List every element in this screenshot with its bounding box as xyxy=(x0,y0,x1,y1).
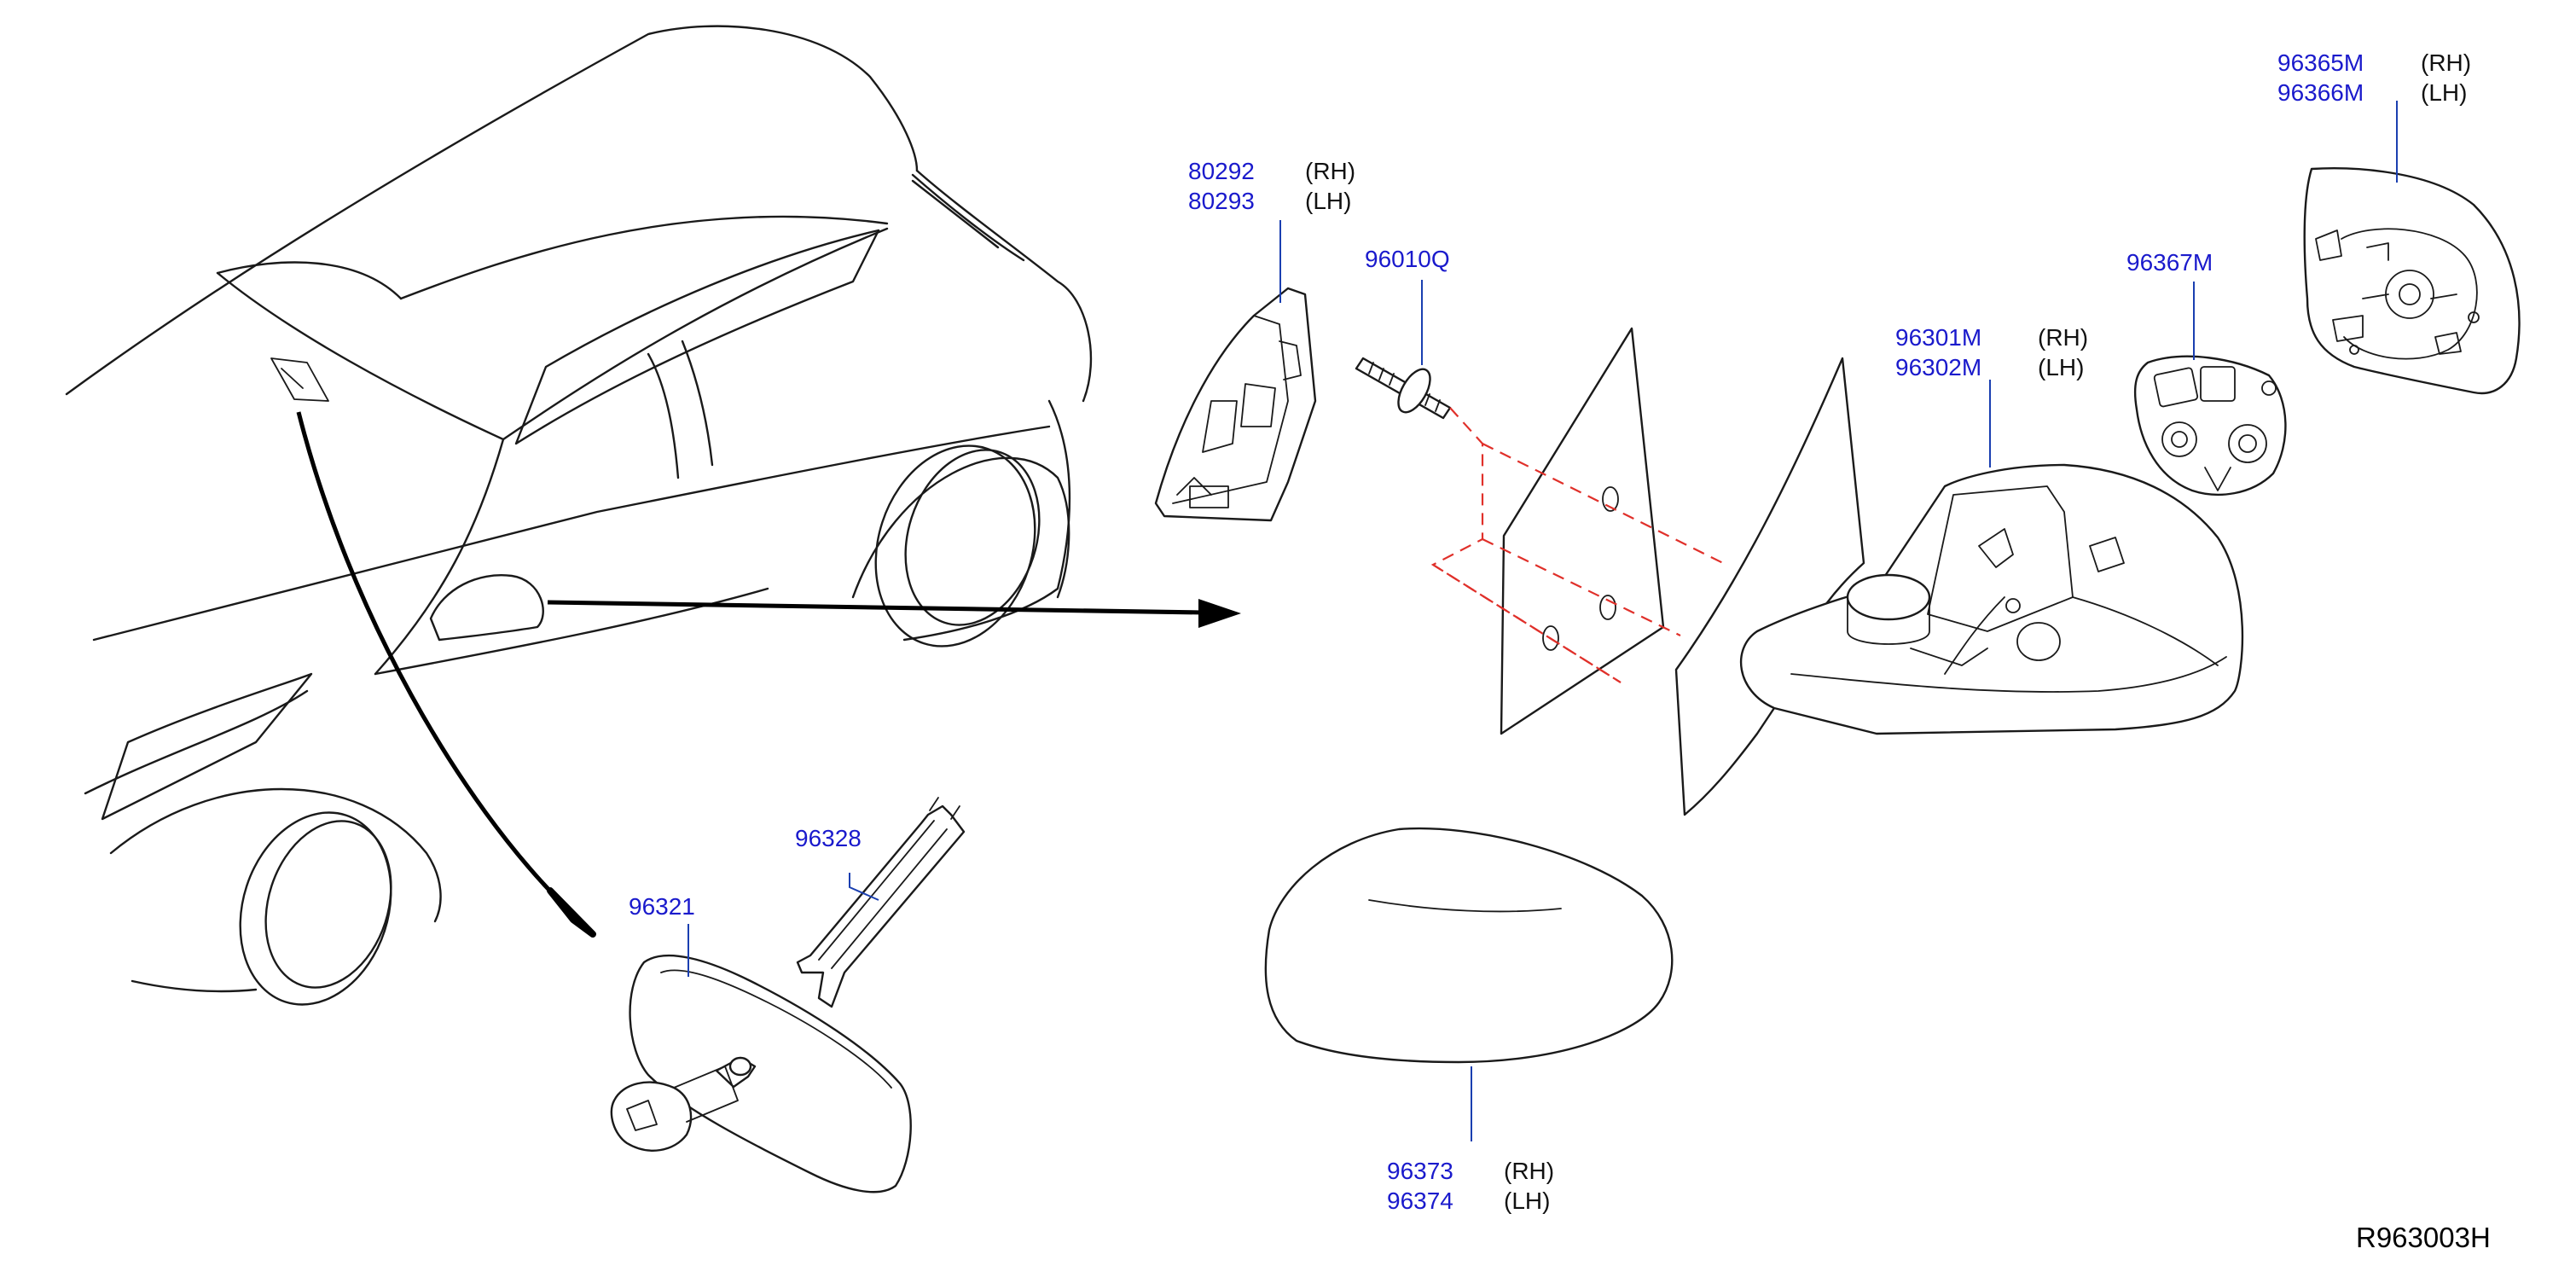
part-number-96301m: 96301M xyxy=(1895,324,1981,351)
part-number-96321: 96321 xyxy=(629,893,695,920)
mirror-arrow-head xyxy=(1198,599,1241,628)
callout-base-cover: 80292 80293 (RH) (LH) xyxy=(1188,158,1355,214)
callout-mirror-glass: 96365M 96366M (RH) (LH) xyxy=(2277,49,2471,106)
side-label-lh: (LH) xyxy=(2421,79,2467,106)
inner-mirror-part xyxy=(610,954,912,1193)
part-number-96367m: 96367M xyxy=(2126,249,2213,276)
callout-mirror-cap: 96373 96374 (RH) (LH) xyxy=(1387,1158,1554,1214)
side-label-lh: (LH) xyxy=(2038,354,2084,380)
side-label-lh: (LH) xyxy=(1305,188,1351,214)
part-number-96373: 96373 xyxy=(1387,1158,1453,1184)
mirror-glass-plates xyxy=(1500,327,1865,816)
part-number-80292: 80292 xyxy=(1188,158,1255,184)
mirror-glass-part xyxy=(2303,167,2521,395)
part-number-96302m: 96302M xyxy=(1895,354,1981,380)
side-label-rh: (RH) xyxy=(2421,49,2471,76)
inner-mirror-arrow-head xyxy=(547,887,596,938)
mirror-cap-part xyxy=(1264,827,1674,1064)
part-number-80293: 80293 xyxy=(1188,188,1255,214)
assembly-guides xyxy=(1430,407,1724,683)
part-number-96374: 96374 xyxy=(1387,1188,1453,1214)
actuator-part xyxy=(2133,355,2287,496)
side-label-rh: (RH) xyxy=(2038,324,2088,351)
callout-actuator: 96367M xyxy=(2126,249,2213,276)
inner-mirror-arrow xyxy=(296,411,565,906)
screw-part xyxy=(1355,357,1452,420)
mirror-body-part xyxy=(1739,463,2244,735)
inner-mirror-clip-part xyxy=(796,797,966,1008)
callout-mirror-body: 96301M 96302M (RH) (LH) xyxy=(1895,324,2088,380)
side-label-lh: (LH) xyxy=(1504,1188,1550,1214)
callout-screw: 96010Q xyxy=(1365,246,1450,272)
vehicle-outline xyxy=(65,25,1093,1006)
leader-lines xyxy=(688,101,2398,1141)
part-number-96365m: 96365M xyxy=(2277,49,2364,76)
callout-inner-mirror-clip: 96328 xyxy=(795,825,862,851)
part-number-96328: 96328 xyxy=(795,825,862,851)
base-cover-part xyxy=(1154,287,1317,522)
callout-inner-mirror: 96321 xyxy=(629,893,695,920)
part-number-96366m: 96366M xyxy=(2277,79,2364,106)
side-label-rh: (RH) xyxy=(1305,158,1355,184)
mirror-arrow xyxy=(547,600,1204,615)
side-label-rh: (RH) xyxy=(1504,1158,1554,1184)
diagram-reference-id: R963003H xyxy=(2356,1222,2491,1253)
part-number-96010q: 96010Q xyxy=(1365,246,1450,272)
